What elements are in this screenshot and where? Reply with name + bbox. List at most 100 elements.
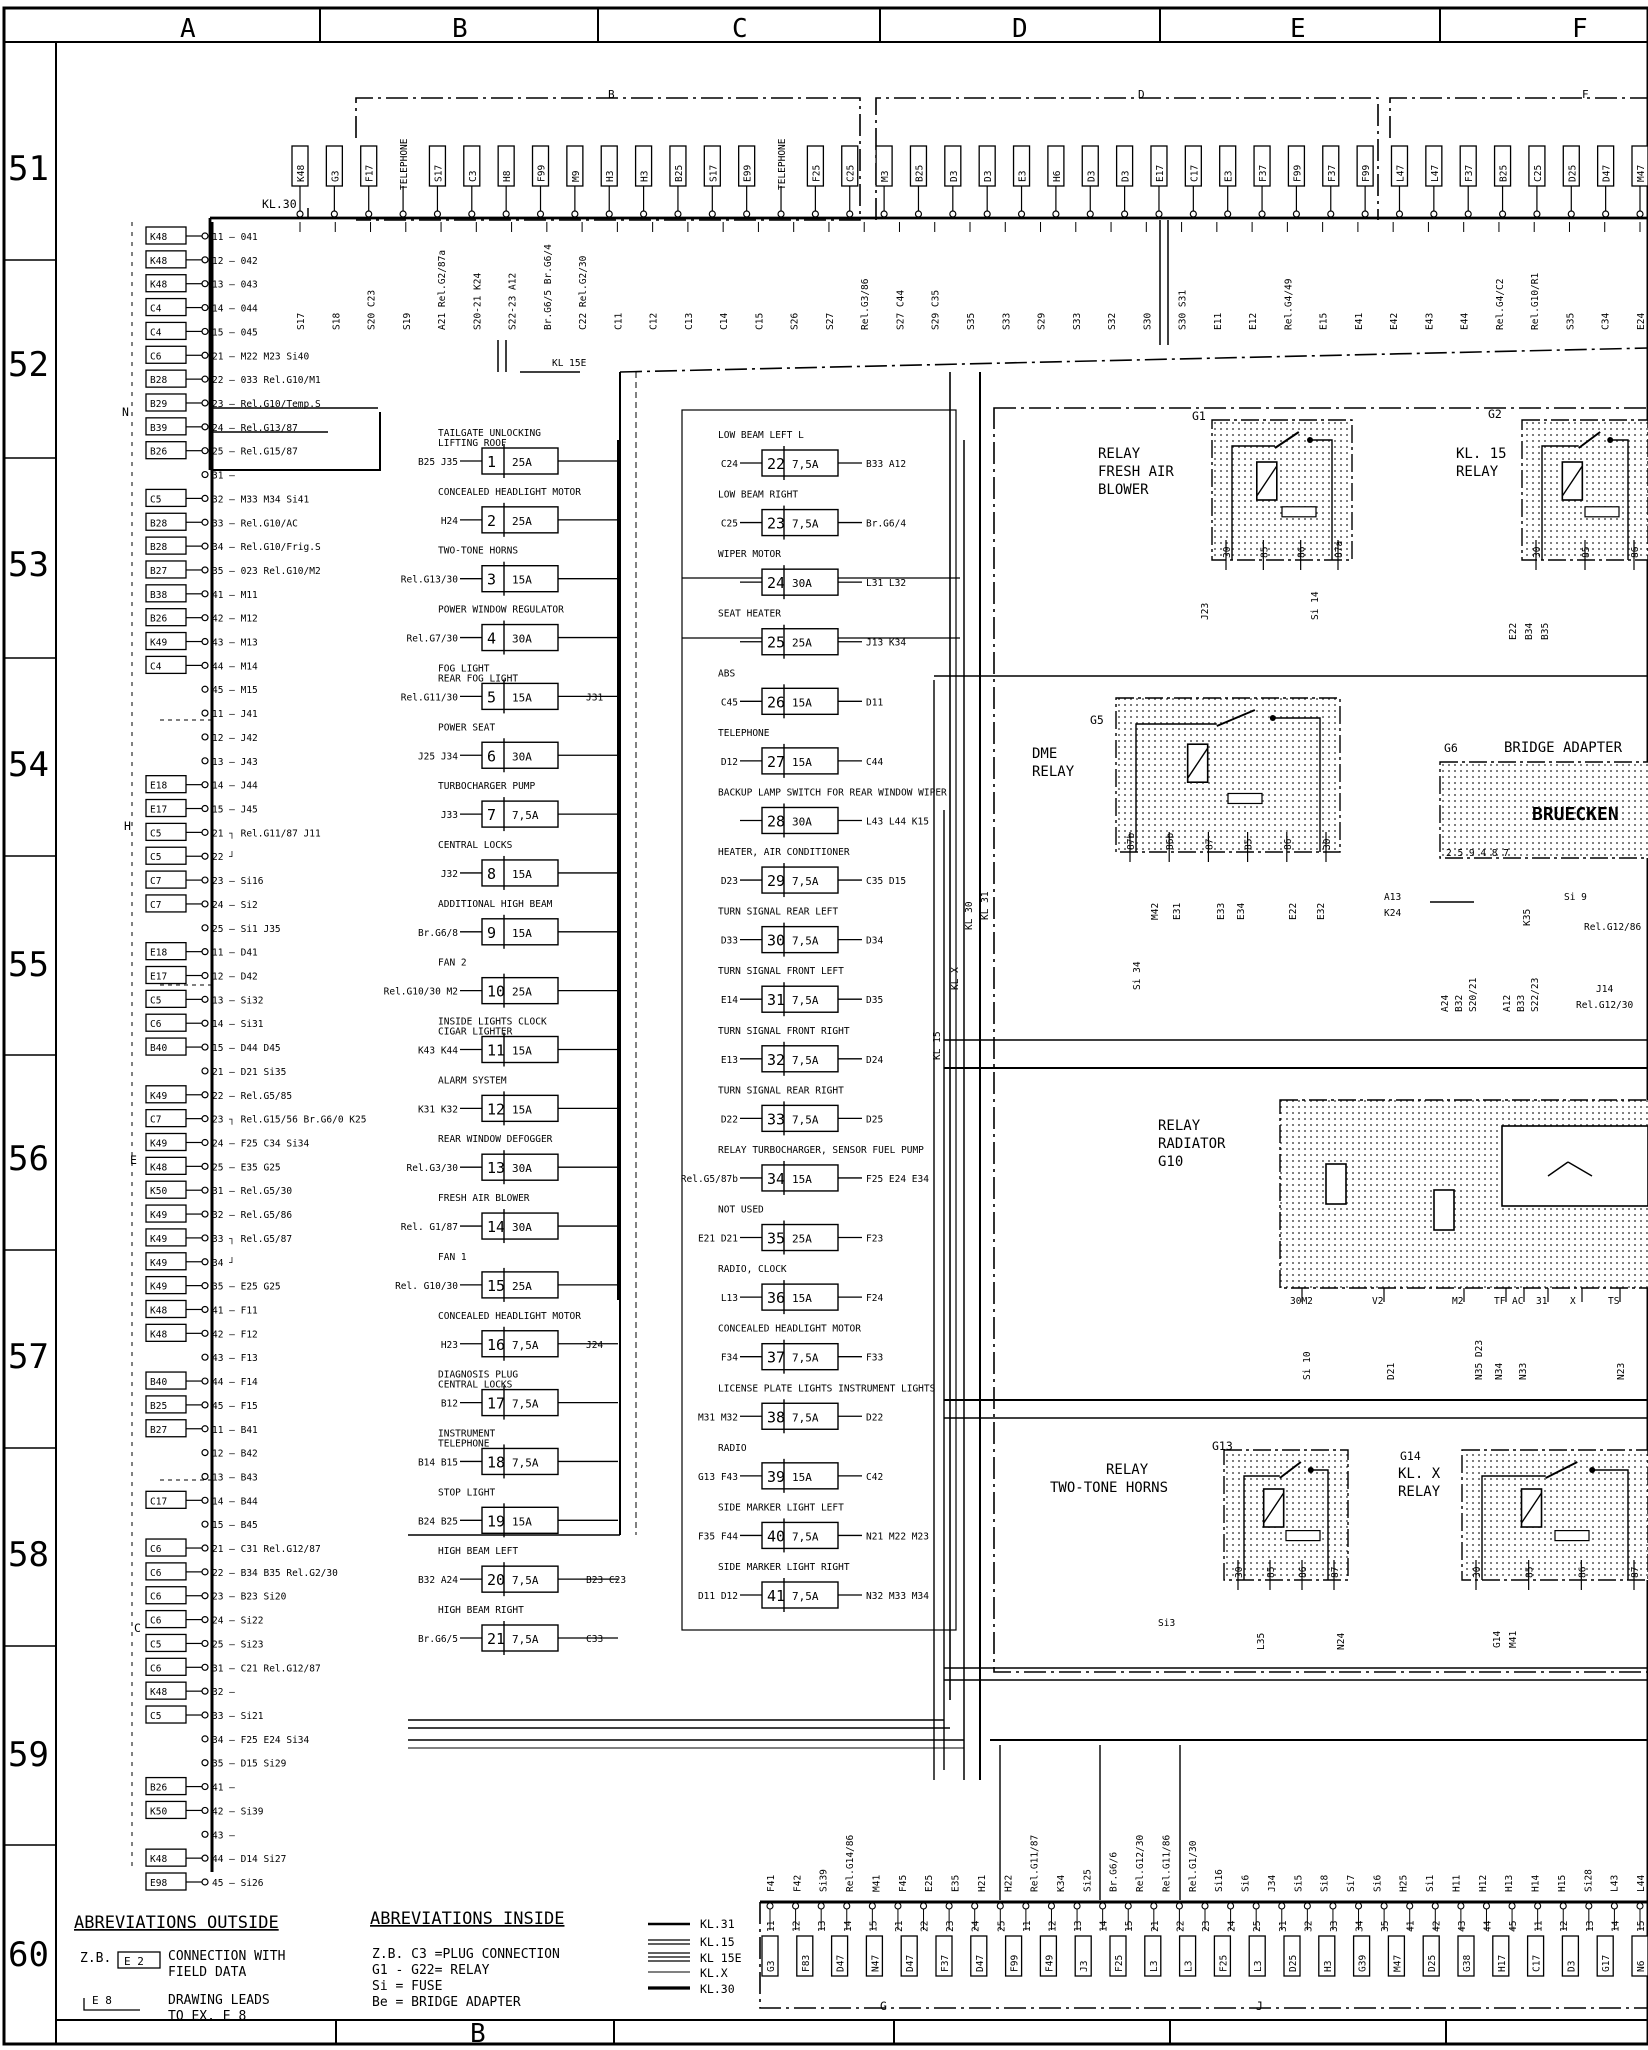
- top-wire-label: S19: [402, 313, 413, 330]
- fuse-number: 14: [487, 1218, 505, 1236]
- kl30-label: KL.30: [262, 197, 297, 211]
- fuse-label-2: CIGAR LIGHTER: [438, 1027, 513, 1038]
- top-plug-label: H6: [1052, 170, 1063, 182]
- relay-g1-title-3: BLOWER: [1098, 482, 1149, 498]
- relay-g1-title: RELAY: [1098, 446, 1141, 462]
- left-connector: 21 — D21 Si35: [201, 1067, 286, 1078]
- relay-g10-wire: N33: [1518, 1363, 1529, 1380]
- top-plug: G3: [325, 145, 344, 218]
- fuse-output: D24: [866, 1055, 883, 1066]
- fuse-number: 31: [767, 991, 785, 1009]
- fuse-amperage: 15A: [512, 868, 532, 881]
- column-letters: A B C D E F B: [180, 14, 1588, 2049]
- left-plug-label: B40: [150, 1377, 167, 1388]
- fuse-input: L13: [721, 1293, 738, 1304]
- left-connector-label: 35 — D15 Si29: [212, 1759, 287, 1770]
- g6-wire: K24: [1384, 908, 1401, 919]
- bottom-plug-label: N6: [1636, 1960, 1647, 1972]
- relay-g14-title: KL. X: [1398, 1466, 1441, 1482]
- top-plug-label: E3: [1224, 171, 1235, 182]
- row-52: 52: [8, 345, 49, 385]
- relay-g10-wire: N34: [1494, 1363, 1505, 1380]
- bottom-pin-number: 12: [1559, 1921, 1570, 1932]
- left-plug-label: B29: [150, 399, 167, 410]
- relay-g10-pin: V2: [1372, 1296, 1383, 1307]
- bottom-plug-label: D47: [905, 1955, 916, 1972]
- top-plug: D47: [1596, 145, 1615, 218]
- top-wire-label: E15: [1319, 313, 1330, 330]
- legend-outside-e8: E 8: [92, 1994, 112, 2007]
- bottom-pin-number: 31: [1278, 1920, 1289, 1932]
- top-plug: H3: [634, 145, 653, 218]
- top-plug-label: F25: [811, 165, 822, 182]
- fuse-amperage: 30A: [792, 577, 812, 590]
- bottom-wire-label: Br.G6/6: [1109, 1852, 1120, 1892]
- fuse-label: WIPER MOTOR: [718, 549, 781, 560]
- fuse-input: Rel.G11/30: [401, 692, 458, 703]
- fuse-number: 27: [767, 753, 785, 771]
- left-connector-label: 23 — Rel.G10/Temp.S: [212, 399, 321, 410]
- fuse-output: B23 C23: [586, 1575, 626, 1586]
- left-connector-label: 24 — Rel.G13/87: [212, 423, 298, 434]
- fuse-output: L43 L44 K15: [866, 816, 929, 827]
- bottom-plug-label: G17: [1601, 1955, 1612, 1972]
- left-connector-label: 31 — C21 Rel.G12/87: [212, 1663, 321, 1674]
- fuse-amperage: 25A: [792, 1233, 812, 1246]
- fuse-number: 1: [487, 453, 496, 471]
- relay-pin: 86: [1283, 838, 1294, 850]
- fuse-input: E13: [721, 1055, 738, 1066]
- left-connector-label: 31 —: [212, 471, 235, 482]
- top-plug-label: D3: [983, 171, 994, 182]
- relay-pin: 30: [1322, 838, 1333, 850]
- row-57: 57: [8, 1337, 49, 1377]
- fuse-label: SIDE MARKER LIGHT LEFT: [718, 1502, 844, 1513]
- fuse-label: HEATER, AIR CONDITIONER: [718, 847, 850, 858]
- g6-wire: J14: [1596, 984, 1613, 995]
- bottom-wire-label: K34: [1056, 1875, 1067, 1892]
- col-B-bottom: B: [470, 2019, 486, 2049]
- fuse-amperage: 7,5A: [512, 1456, 539, 1469]
- left-plug-label: K49: [150, 1282, 167, 1293]
- col-A: A: [180, 14, 196, 44]
- bottom-plug-label: F99: [1010, 1955, 1021, 1972]
- bottom-wire-label: F41: [766, 1875, 777, 1892]
- top-plug: C17: [1184, 145, 1202, 218]
- top-plug: F37: [1322, 145, 1340, 218]
- left-plug-label: K49: [150, 1234, 167, 1245]
- top-wire-label: S33: [1072, 313, 1083, 330]
- bottom-pin: 14: [1610, 1902, 1621, 1932]
- top-wire-label: S30 S31: [1178, 290, 1189, 330]
- fuse-number: 30: [767, 932, 785, 950]
- fuse-output: C33: [586, 1634, 603, 1645]
- bottom-pin-number: 44: [1482, 1920, 1493, 1932]
- relay-pin: 85: [1259, 547, 1270, 558]
- fuse-number: 8: [487, 865, 496, 883]
- fuse-amperage: 7,5A: [792, 1530, 819, 1543]
- fuse-input: F35 F44: [698, 1531, 738, 1542]
- bottom-pin-number: 41: [1406, 1920, 1417, 1932]
- fuse-input: B25 J35: [418, 457, 458, 468]
- fuse-label: FAN 2: [438, 958, 467, 969]
- left-connector-label: 24 — F25 C34 Si34: [212, 1138, 310, 1149]
- left-connector: 15 — B45: [201, 1520, 258, 1531]
- fuse-right: LICENSE PLATE LIGHTS INSTRUMENT LIGHTS38…: [698, 1383, 936, 1434]
- relay-g5-wire: E33: [1216, 903, 1227, 920]
- top-wire-label: Rel.G4/C2: [1495, 279, 1506, 330]
- fuse-number: 37: [767, 1349, 785, 1367]
- legend-inside-2: G1 - G22= RELAY: [372, 1963, 490, 1978]
- bottom-pin: 45: [1508, 1902, 1519, 1932]
- bottom-plug-label: F25: [1218, 1955, 1229, 1972]
